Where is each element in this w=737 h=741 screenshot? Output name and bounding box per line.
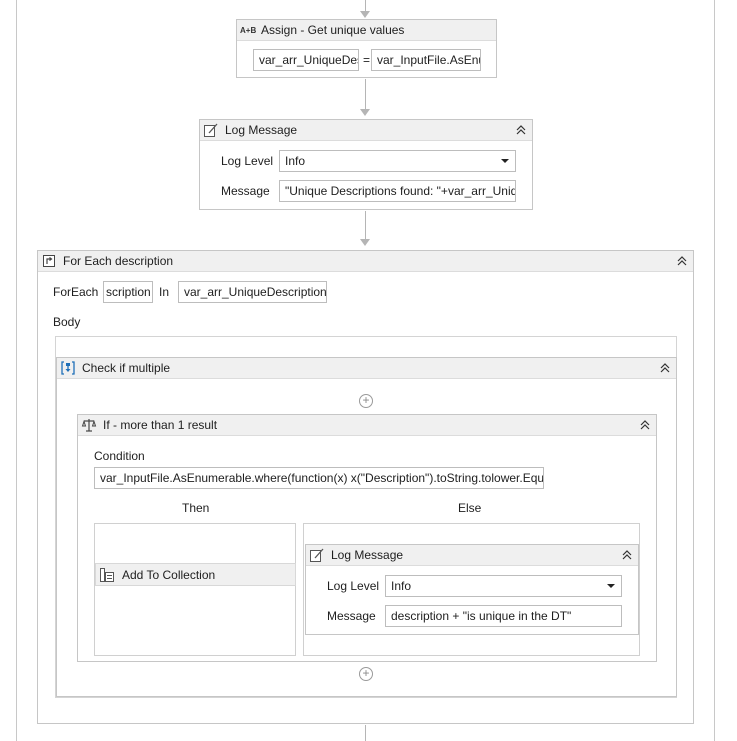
- for-each-body: Check if multiple + If -: [55, 336, 677, 698]
- add-to-collection-icon: [100, 568, 114, 582]
- foreach-collection-field[interactable]: var_arr_UniqueDescription: [178, 281, 327, 303]
- assign-value-field[interactable]: var_InputFile.AsEnu: [371, 49, 481, 71]
- else-label: Else: [458, 501, 482, 515]
- message-label: Message: [327, 609, 376, 623]
- body-label: Body: [53, 315, 81, 329]
- connector-arrow: [360, 11, 370, 18]
- collapse-icon[interactable]: [658, 361, 672, 375]
- chevron-down-icon: [501, 159, 509, 163]
- if-scales-icon: [81, 419, 97, 432]
- log-message-title: Log Message: [331, 548, 404, 562]
- for-each-header[interactable]: For Each description: [38, 251, 693, 272]
- log-message-header[interactable]: Log Message: [200, 120, 532, 141]
- log-message-title: Log Message: [225, 123, 298, 137]
- for-each-icon: [43, 255, 55, 267]
- if-activity[interactable]: If - more than 1 result Condition var_In…: [77, 414, 657, 662]
- log-message-icon: [310, 548, 324, 562]
- log-level-label: Log Level: [327, 579, 380, 593]
- assign-activity[interactable]: A+B Assign - Get unique values var_arr_U…: [236, 19, 497, 78]
- then-branch: Add To Collection: [94, 523, 296, 656]
- log-message-activity[interactable]: Log Message Log Level Info Message "Uniq…: [199, 119, 533, 210]
- connector-line: [365, 0, 366, 12]
- designer-left-guide: [16, 0, 17, 741]
- message-label: Message: [221, 184, 270, 198]
- add-activity-plus-icon[interactable]: +: [359, 667, 373, 681]
- log-level-value: Info: [285, 154, 306, 168]
- add-to-collection-title: Add To Collection: [122, 568, 216, 582]
- foreach-in-label: In: [159, 285, 170, 299]
- collapse-icon[interactable]: [638, 418, 652, 432]
- log-message-activity[interactable]: Log Message Log Level Info Message: [305, 544, 639, 635]
- if-header[interactable]: If - more than 1 result: [78, 415, 656, 436]
- collapse-icon[interactable]: [620, 548, 634, 562]
- connector-arrow: [360, 239, 370, 246]
- sequence-title: Check if multiple: [82, 361, 171, 375]
- assign-header[interactable]: A+B Assign - Get unique values: [237, 20, 496, 41]
- for-each-title: For Each description: [63, 254, 174, 268]
- sequence-icon: [61, 361, 75, 375]
- connector-line: [365, 211, 366, 241]
- sequence-activity[interactable]: Check if multiple + If -: [56, 357, 677, 697]
- else-branch: Log Message Log Level Info Message: [303, 523, 640, 656]
- sequence-header[interactable]: Check if multiple: [57, 358, 676, 379]
- chevron-down-icon: [607, 584, 615, 588]
- for-each-activity[interactable]: For Each description ForEach scription I…: [37, 250, 694, 724]
- condition-label: Condition: [94, 449, 145, 463]
- if-title: If - more than 1 result: [103, 418, 218, 432]
- assign-equals-sign: =: [363, 53, 371, 67]
- collapse-icon[interactable]: [514, 123, 528, 137]
- log-message-icon: [204, 123, 218, 137]
- assign-title: Assign - Get unique values: [261, 23, 405, 37]
- log-message-header[interactable]: Log Message: [306, 545, 638, 566]
- message-field[interactable]: description + "is unique in the DT": [385, 605, 622, 627]
- foreach-label: ForEach: [53, 285, 99, 299]
- log-level-select[interactable]: Info: [385, 575, 622, 597]
- connector-line: [365, 725, 366, 741]
- add-to-collection-activity[interactable]: Add To Collection: [95, 563, 296, 586]
- collapse-icon[interactable]: [675, 254, 689, 268]
- designer-right-guide: [714, 0, 715, 741]
- add-activity-plus-icon[interactable]: +: [359, 394, 373, 408]
- connector-line: [365, 79, 366, 111]
- assign-to-field[interactable]: var_arr_UniqueDes: [253, 49, 359, 71]
- condition-field[interactable]: var_InputFile.AsEnumerable.where(functio…: [94, 467, 544, 489]
- assign-icon: A+B: [240, 26, 257, 35]
- foreach-item-field[interactable]: scription: [103, 281, 153, 303]
- log-level-value: Info: [391, 579, 412, 593]
- connector-arrow: [360, 109, 370, 116]
- log-level-select[interactable]: Info: [279, 150, 516, 172]
- message-field[interactable]: "Unique Descriptions found: "+var_arr_Un…: [279, 180, 516, 202]
- log-level-label: Log Level: [221, 154, 274, 168]
- then-label: Then: [182, 501, 210, 515]
